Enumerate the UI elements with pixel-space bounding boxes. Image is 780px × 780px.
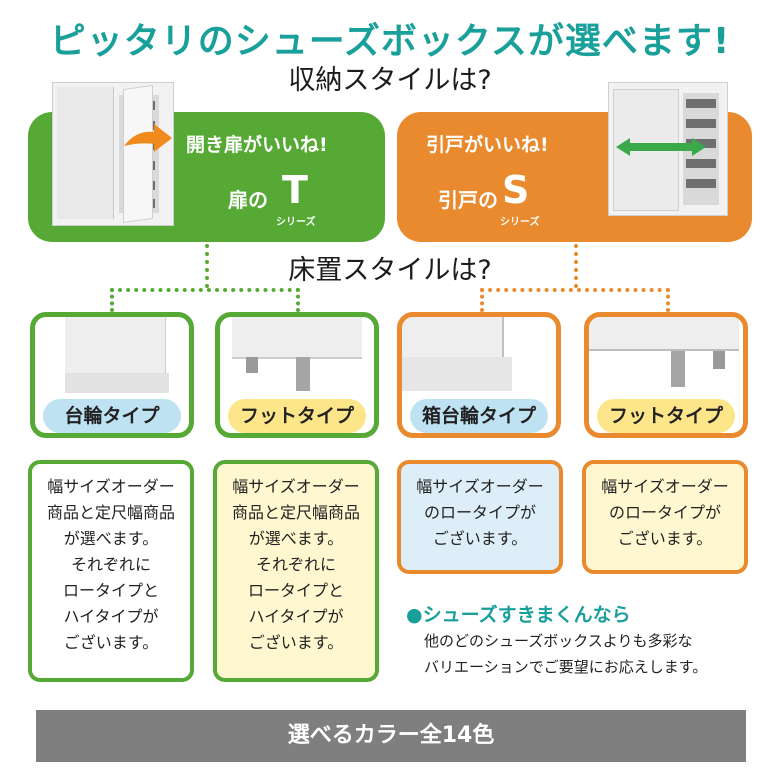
info-line: が選べます。 <box>63 529 159 548</box>
door-open-arrow-icon <box>124 124 172 152</box>
type-label-box-base: 箱台輪タイプ <box>410 399 548 433</box>
s-connector-right <box>666 288 670 312</box>
type-card-box-base[interactable]: 箱台輪タイプ <box>397 312 561 438</box>
info-line: ございます。 <box>617 529 713 548</box>
info-line: ハイタイプが <box>248 607 344 626</box>
info-line: のロータイプが <box>423 503 536 522</box>
series-t-letter: T <box>282 168 308 212</box>
type-card-foot-t[interactable]: フットタイプ <box>215 312 379 438</box>
sliding-arrow-icon <box>616 138 706 156</box>
type-card-base[interactable]: 台輪タイプ <box>30 312 194 438</box>
series-s-letter: S <box>502 168 530 212</box>
series-s-suffix: シリーズ <box>500 217 540 228</box>
series-t-label: 開き扉がいいね! <box>186 134 328 156</box>
info-line: ロータイプと <box>62 581 159 600</box>
s-connector-vertical <box>574 244 578 288</box>
t-connector-vertical <box>205 244 209 288</box>
info-line: ハイタイプが <box>63 607 159 626</box>
info-line: ロータイプと <box>247 581 344 600</box>
info-line: が選べます。 <box>248 529 344 548</box>
info-line: それぞれに <box>70 555 151 574</box>
info-line: ございます。 <box>63 633 159 652</box>
info-line: 幅サイズオーダー <box>47 477 175 496</box>
headline: ピッタリのシューズボックスが選べます! <box>49 21 731 62</box>
t-connector-right <box>296 288 300 312</box>
info-line: 幅サイズオーダー <box>232 477 360 496</box>
color-count-bar: 選べるカラー全14色 <box>36 710 746 762</box>
t-connector-horizontal <box>110 288 300 292</box>
type-label-foot-t: フットタイプ <box>228 399 366 433</box>
info-line: ございます。 <box>248 633 344 652</box>
series-s-prefix: 引戸の <box>438 188 498 212</box>
info-box-foot-t: 幅サイズオーダー 商品と定尺幅商品 が選べます。 それぞれに ロータイプと ハイ… <box>213 460 379 682</box>
floor-style-question: 床置スタイルは? <box>288 255 492 286</box>
info-box-base: 幅サイズオーダー 商品と定尺幅商品 が選べます。 それぞれに ロータイプと ハイ… <box>28 460 194 682</box>
info-box-foot-s: 幅サイズオーダー のロータイプが ございます。 <box>582 460 748 574</box>
type-label-foot-s: フットタイプ <box>597 399 735 433</box>
info-line: 幅サイズオーダー <box>416 477 544 496</box>
info-line: 商品と定尺幅商品 <box>231 503 360 522</box>
series-t-prefix: 扉の <box>228 188 268 212</box>
type-label-base: 台輪タイプ <box>43 399 181 433</box>
info-line: ございます。 <box>432 529 528 548</box>
series-t-suffix: シリーズ <box>276 217 316 228</box>
info-line: のロータイプが <box>608 503 721 522</box>
info-line: 幅サイズオーダー <box>601 477 729 496</box>
info-line: それぞれに <box>255 555 336 574</box>
info-box-box-base: 幅サイズオーダー のロータイプが ございます。 <box>397 460 563 574</box>
s-connector-horizontal <box>480 288 670 292</box>
series-s-label: 引戸がいいね! <box>426 134 549 156</box>
storage-style-question: 収納スタイルは? <box>288 65 492 96</box>
note-line-2: バリエーションでご要望にお応えします。 <box>424 658 708 676</box>
type-card-foot-s[interactable]: フットタイプ <box>584 312 748 438</box>
hinged-door-cabinet-image <box>52 82 174 226</box>
note-title: ●シューズすきまくんなら <box>406 604 631 626</box>
note-line-1: 他のどのシューズボックスよりも多彩な <box>424 632 693 650</box>
s-connector-left <box>480 288 484 312</box>
info-line: 商品と定尺幅商品 <box>46 503 175 522</box>
t-connector-left <box>110 288 114 312</box>
